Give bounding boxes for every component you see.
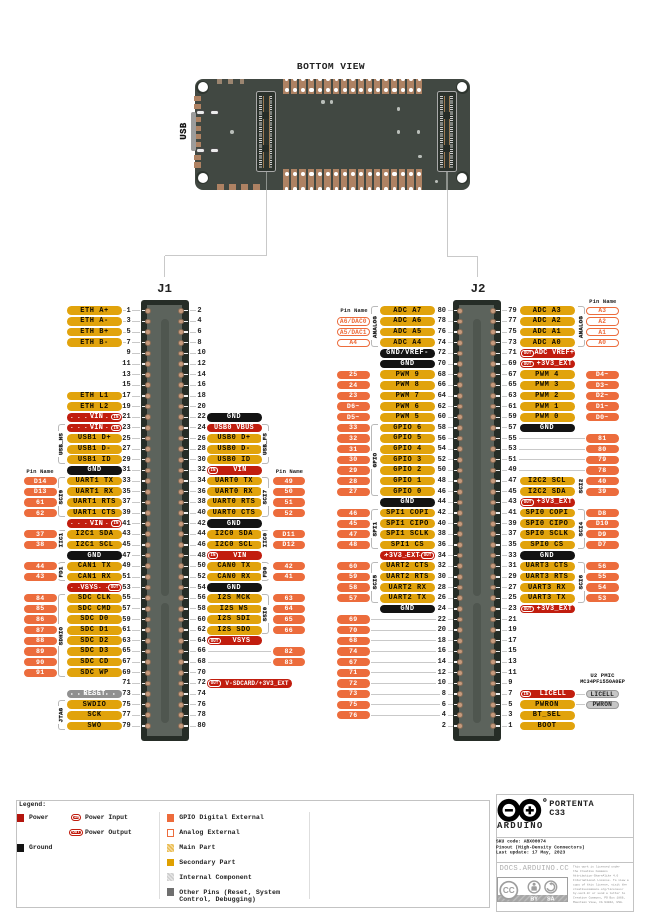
svg-text:IIC1: IIC1	[58, 532, 65, 547]
svg-text:R: R	[543, 800, 545, 802]
svg-text:ANALOG: ANALOG	[578, 315, 585, 337]
svg-text:IN: IN	[523, 692, 529, 696]
svg-text:IN: IN	[113, 416, 119, 420]
svg-text:IN: IN	[113, 426, 119, 430]
svg-text:SCI5: SCI5	[371, 575, 378, 590]
svg-text:USB_FS: USB_FS	[262, 433, 269, 455]
svg-text:OUT: OUT	[524, 352, 532, 356]
svg-text:OUT: OUT	[72, 831, 80, 835]
svg-text:SCI4: SCI4	[578, 521, 585, 536]
svg-text:SCI6: SCI6	[578, 575, 585, 590]
svg-text:OUT: OUT	[111, 586, 119, 590]
svg-text:OUT: OUT	[424, 554, 432, 558]
svg-text:SPI1: SPI1	[371, 521, 378, 536]
svg-text:OUT: OUT	[211, 639, 219, 643]
svg-text:USB_HS: USB_HS	[58, 433, 65, 455]
svg-text:ANALOG: ANALOG	[371, 315, 378, 337]
svg-text:IN: IN	[73, 816, 78, 820]
svg-text:IN: IN	[210, 554, 216, 558]
svg-text:OUT: OUT	[524, 362, 532, 366]
svg-text:OUT: OUT	[524, 501, 532, 505]
svg-text:FD1: FD1	[58, 566, 65, 577]
svg-text:SCI7: SCI7	[262, 489, 269, 504]
svg-text:IN: IN	[113, 522, 119, 526]
svg-text:SDHIO: SDHIO	[58, 626, 65, 645]
svg-text:IIC0: IIC0	[262, 532, 269, 547]
svg-text:FD0: FD0	[262, 566, 269, 577]
svg-text:USB: USB	[179, 122, 189, 140]
svg-text:GPIO: GPIO	[371, 452, 378, 467]
svg-text:SA: SA	[547, 897, 555, 902]
svg-text:BY: BY	[530, 897, 538, 902]
svg-text:JTAG: JTAG	[58, 708, 65, 723]
svg-text:SSI0: SSI0	[262, 607, 269, 622]
svg-text:SCI2: SCI2	[578, 479, 585, 494]
svg-text:IN: IN	[210, 469, 216, 473]
svg-text:OUT: OUT	[524, 607, 532, 611]
svg-text:SCI9: SCI9	[58, 489, 65, 504]
svg-text:OUT: OUT	[211, 682, 219, 686]
svg-text:CC: CC	[502, 886, 514, 895]
